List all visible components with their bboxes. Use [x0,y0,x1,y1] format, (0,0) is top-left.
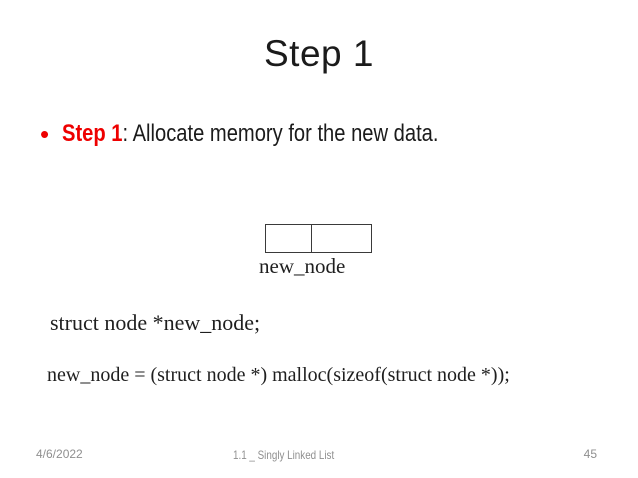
node-data-cell [266,225,312,252]
node-label: new_node [259,254,346,278]
slide-title: Step 1 [264,33,374,74]
footer-page-number: 45 [583,447,597,461]
bullet-marker: • [40,119,50,149]
bullet-text: Step 1: Allocate memory for the new data… [62,119,439,149]
code-line-malloc: new_node = (struct node *) malloc(sizeof… [47,364,510,386]
bullet-rest: : Allocate memory for the new data. [122,120,439,147]
node-next-cell [312,225,371,252]
bullet-highlight: Step 1 [62,120,123,147]
node-diagram [265,224,372,253]
bullet-item: • Step 1: Allocate memory for the new da… [40,119,510,149]
footer-date: 4/6/2022 [36,447,83,461]
footer-title: 1.1 _ Singly Linked List [233,448,335,462]
code-line-declaration: struct node *new_node; [50,310,261,335]
